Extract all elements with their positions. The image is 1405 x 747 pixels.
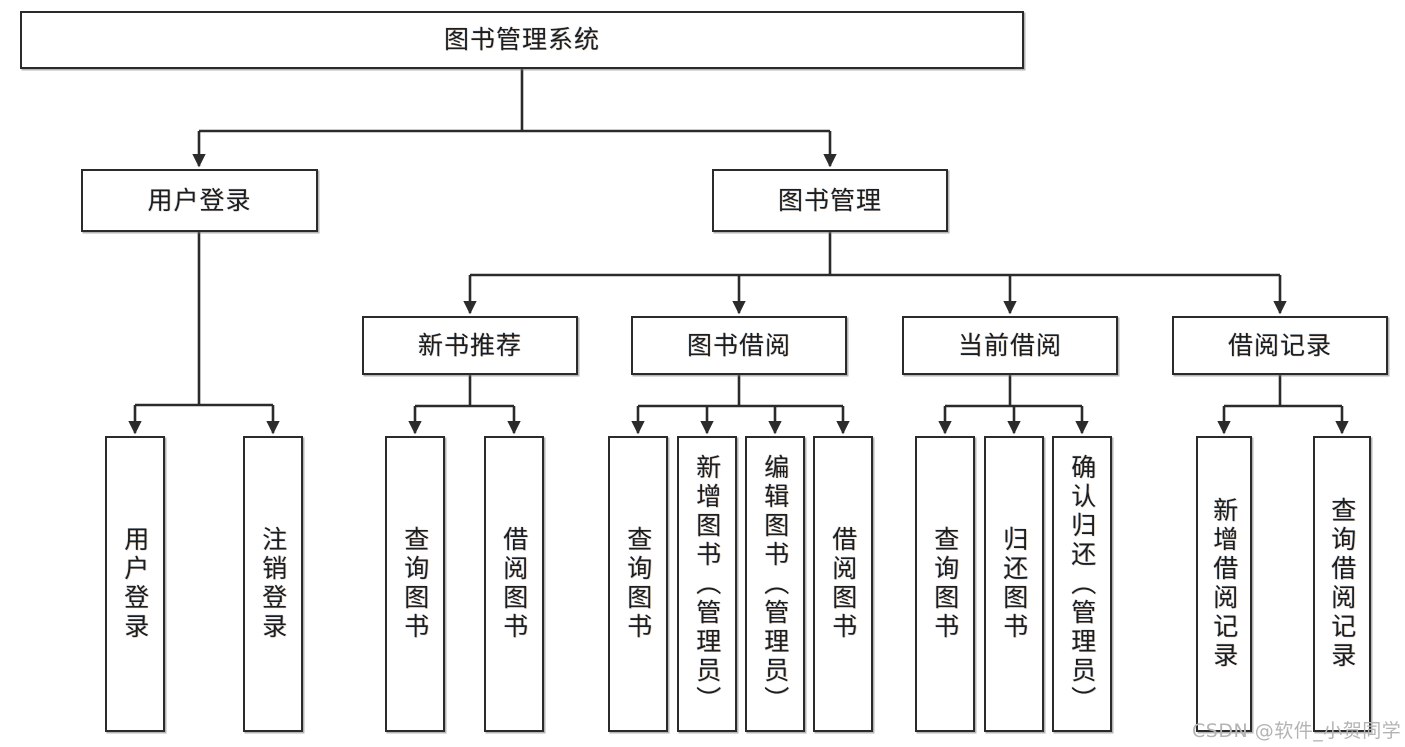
node-book-borrow-label: 图书借阅 <box>686 330 791 360</box>
node-leaf-edit-book-admin[interactable]: 编辑图书（管理员） <box>745 436 805 732</box>
node-new-book-recommend-label: 新书推荐 <box>417 330 522 360</box>
node-leaf-logout-label: 注销登录 <box>258 526 288 642</box>
node-leaf-add-book-admin-label: 新增图书（管理员） <box>692 453 722 715</box>
node-leaf-borrow-book[interactable]: 借阅图书 <box>813 436 873 732</box>
node-book-management[interactable]: 图书管理 <box>712 169 948 232</box>
node-leaf-query-book[interactable]: 查询图书 <box>608 436 668 732</box>
node-leaf-edit-book-admin-label: 编辑图书（管理员） <box>760 453 790 715</box>
node-book-management-label: 图书管理 <box>777 185 882 215</box>
node-leaf-query-book-current-label: 查询图书 <box>930 526 960 642</box>
node-borrow-record-label: 借阅记录 <box>1227 330 1332 360</box>
node-leaf-confirm-return-admin[interactable]: 确认归还（管理员） <box>1052 436 1112 732</box>
node-leaf-return-book[interactable]: 归还图书 <box>984 436 1044 732</box>
node-leaf-add-borrow-record[interactable]: 新增借阅记录 <box>1196 436 1252 732</box>
node-new-book-recommend[interactable]: 新书推荐 <box>362 316 578 375</box>
node-leaf-borrow-book-recommend[interactable]: 借阅图书 <box>484 436 544 732</box>
node-borrow-record[interactable]: 借阅记录 <box>1172 316 1388 375</box>
node-leaf-query-borrow-record-label: 查询借阅记录 <box>1327 497 1357 671</box>
node-current-borrow-label: 当前借阅 <box>957 330 1062 360</box>
node-leaf-add-book-admin[interactable]: 新增图书（管理员） <box>677 436 737 732</box>
node-leaf-query-book-recommend[interactable]: 查询图书 <box>385 436 445 732</box>
node-root-label: 图书管理系统 <box>443 25 600 55</box>
node-leaf-add-borrow-record-label: 新增借阅记录 <box>1209 497 1239 671</box>
node-leaf-borrow-book-label: 借阅图书 <box>828 526 858 642</box>
node-root[interactable]: 图书管理系统 <box>20 11 1024 69</box>
node-leaf-logout[interactable]: 注销登录 <box>243 436 303 732</box>
node-leaf-borrow-book-recommend-label: 借阅图书 <box>499 526 529 642</box>
node-current-borrow[interactable]: 当前借阅 <box>902 316 1118 375</box>
node-leaf-query-book-label: 查询图书 <box>623 526 653 642</box>
csdn-watermark: CSDN @软件_小贺同学 <box>1192 720 1402 742</box>
node-user-login-label: 用户登录 <box>147 185 252 215</box>
node-book-borrow[interactable]: 图书借阅 <box>631 316 847 375</box>
node-leaf-query-borrow-record[interactable]: 查询借阅记录 <box>1313 436 1371 732</box>
node-leaf-query-book-current[interactable]: 查询图书 <box>915 436 975 732</box>
node-leaf-query-book-recommend-label: 查询图书 <box>400 526 430 642</box>
node-leaf-user-login-label: 用户登录 <box>120 526 150 642</box>
node-leaf-return-book-label: 归还图书 <box>999 526 1029 642</box>
node-leaf-user-login[interactable]: 用户登录 <box>105 436 165 732</box>
node-leaf-confirm-return-admin-label: 确认归还（管理员） <box>1067 453 1097 715</box>
node-user-login[interactable]: 用户登录 <box>81 169 318 232</box>
